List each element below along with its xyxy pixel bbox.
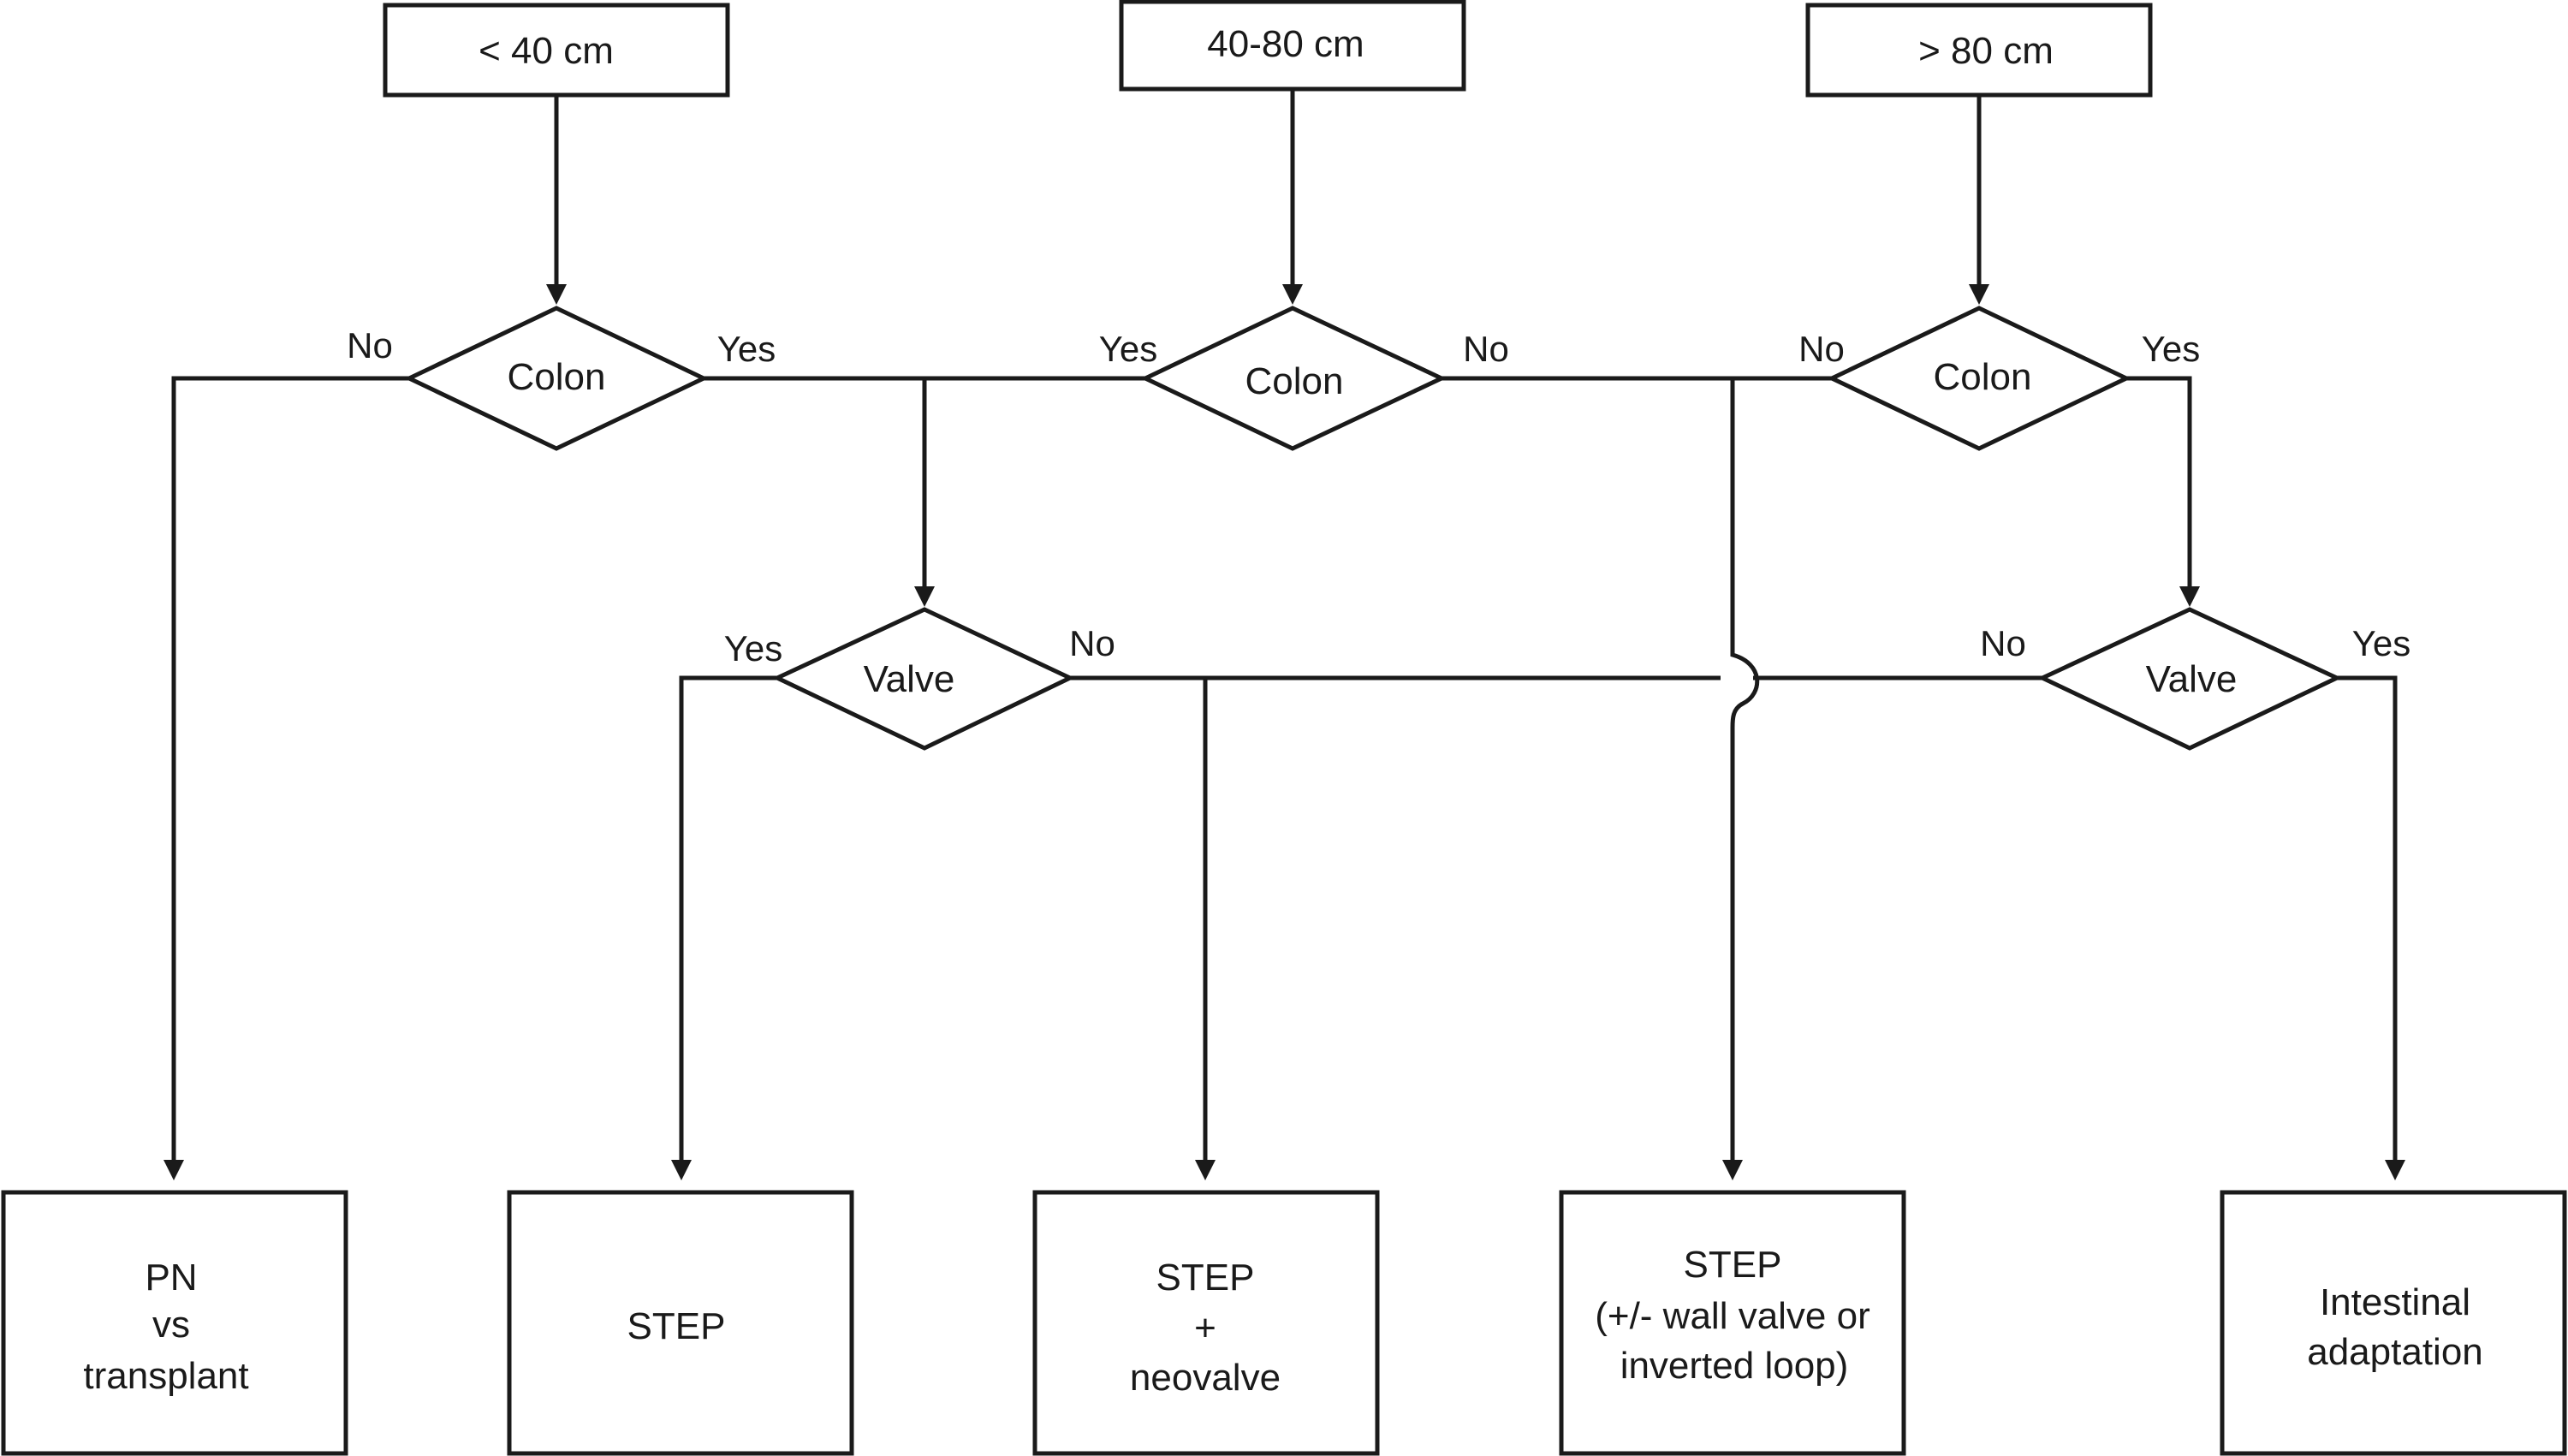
start-box-long: > 80 cm [1805,3,2153,98]
label-valve-right-yes: Yes [2352,623,2411,663]
start-box-short: < 40 cm [383,3,730,98]
outcome-pn-transplant-line-3: transplant [83,1355,248,1397]
edge-colon-long-yes [2126,376,2192,586]
decision-colon-medium: Colon [1140,306,1447,451]
decision-valve-right-label: Valve [2146,658,2238,700]
outcome-intestinal-adaptation: Intestinal adaptation [2220,1190,2567,1456]
start-box-short-label: < 40 cm [479,30,614,72]
arrowhead [2179,586,2200,607]
arrowhead [1722,1160,1743,1180]
decision-colon-short: Colon [404,306,709,451]
start-box-medium: 40-80 cm [1119,0,1466,92]
arrowhead [914,586,935,607]
outcome-pn-transplant: PN vs transplant [1,1190,348,1456]
label-colon-long-no: No [1798,329,1845,369]
edge-to-step-wall-valve [1730,378,1760,1160]
outcome-step-neovalve-line-3: neovalve [1130,1357,1281,1399]
outcome-step-wall-valve-line-3: inverted loop) [1620,1345,1849,1387]
outcome-step-wall-valve-line-2: (+/- wall valve or [1595,1295,1870,1337]
outcome-step-line-1: STEP [627,1305,726,1347]
outcome-step-neovalve-line-1: STEP [1156,1257,1255,1299]
start-box-medium-label: 40-80 cm [1207,23,1364,65]
arrowhead [671,1160,692,1180]
arrowhead [546,284,567,305]
edge-labels: No Yes Yes No No Yes Yes No No Yes [347,325,2410,669]
outcome-step-wall-valve-line-1: STEP [1684,1244,1782,1286]
arrowhead [163,1160,184,1180]
decision-colon-medium-label: Colon [1245,360,1344,402]
edge-valve-right-yes [2337,675,2398,1160]
label-colon-short-no: No [347,325,393,365]
start-box-long-label: > 80 cm [1918,30,2054,72]
label-valve-left-no: No [1069,623,1115,663]
edge-valve-left-yes [679,675,777,1160]
outcome-pn-transplant-line-1: PN [145,1257,197,1299]
decision-colon-long-label: Colon [1934,356,2032,398]
label-colon-long-yes: Yes [2142,329,2201,369]
outcome-step: STEP [507,1190,854,1456]
decision-colon-short-label: Colon [508,356,606,398]
arrowhead [2385,1160,2405,1180]
outcome-step-neovalve: STEP + neovalve [1032,1190,1380,1456]
label-colon-medium-yes: Yes [1099,329,1158,369]
connectors [163,89,2405,1180]
outcome-intestinal-adaptation-line-1: Intestinal [2320,1281,2470,1323]
label-valve-right-no: No [1980,623,2026,663]
decision-valve-left-label: Valve [864,658,955,700]
edge-colon-short-no [171,376,409,1160]
label-valve-left-yes: Yes [724,628,783,669]
arrowhead [1195,1160,1216,1180]
label-colon-medium-no: No [1463,329,1509,369]
outcome-intestinal-adaptation-line-2: adaptation [2307,1331,2483,1373]
label-colon-short-yes: Yes [717,329,776,369]
arrowhead [1969,284,1989,305]
arrowhead [1282,284,1303,305]
decision-colon-long: Colon [1827,306,2131,451]
outcome-step-neovalve-line-2: + [1194,1307,1216,1349]
outcome-step-wall-valve: STEP (+/- wall valve or inverted loop) [1559,1190,1906,1456]
decision-valve-right: Valve [2037,607,2342,751]
outcome-pn-transplant-line-2: vs [152,1304,190,1346]
decision-valve-left: Valve [772,607,1075,751]
